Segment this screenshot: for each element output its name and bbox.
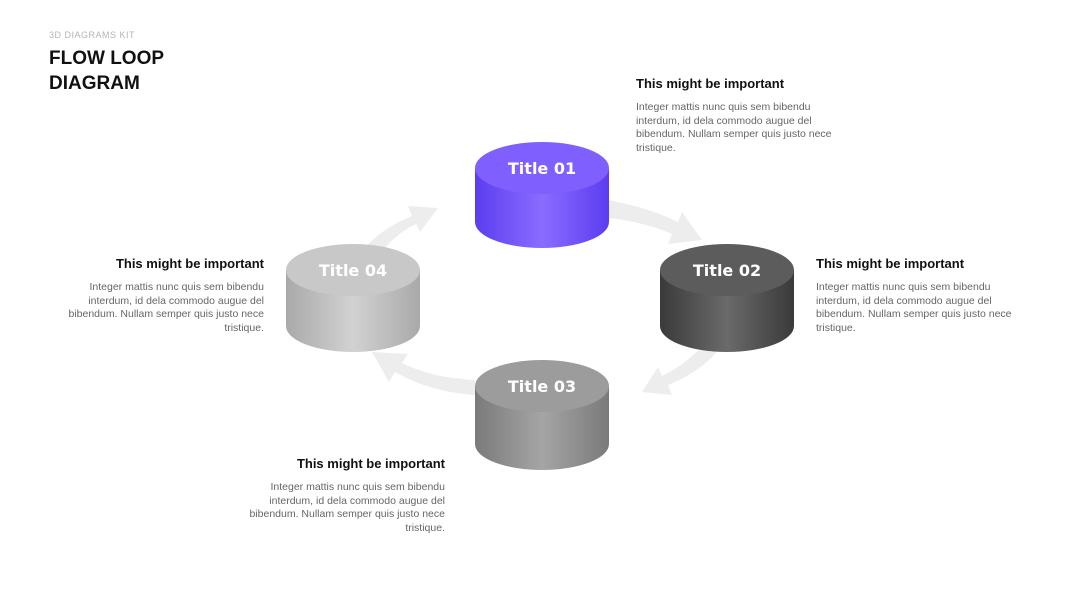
node-label: Title 02 <box>693 261 761 280</box>
node-label: Title 01 <box>508 159 576 178</box>
node-label: Title 04 <box>319 261 387 280</box>
caption-3: This might be important Integer mattis n… <box>230 456 445 535</box>
arrow-4-to-1 <box>365 206 438 254</box>
caption-heading: This might be important <box>296 456 445 471</box>
arrow-2-to-3 <box>642 340 722 395</box>
node-title-02: Title 02 <box>660 244 794 352</box>
caption-4: This might be important Integer mattis n… <box>49 256 264 335</box>
caption-heading: This might be important <box>636 76 785 91</box>
page-title: FLOW LOOP DIAGRAM <box>49 48 165 94</box>
node-label: Title 03 <box>508 377 576 396</box>
loop-arrows <box>365 200 722 395</box>
kit-label: 3D DIAGRAMS KIT <box>49 30 136 40</box>
caption-heading: This might be important <box>816 256 965 271</box>
caption-1: This might be important Integer mattis n… <box>636 76 851 155</box>
arrow-1-to-2 <box>608 200 702 244</box>
node-title-03: Title 03 <box>475 360 609 470</box>
caption-heading: This might be important <box>115 256 264 271</box>
caption-body: Integer mattis nunc quis sem bibendu int… <box>636 101 832 154</box>
caption-body: Integer mattis nunc quis sem bibendu int… <box>249 481 445 534</box>
caption-body: Integer mattis nunc quis sem bibendu int… <box>816 281 1012 334</box>
node-title-04: Title 04 <box>286 244 420 352</box>
caption-body: Integer mattis nunc quis sem bibendu int… <box>68 281 264 334</box>
node-title-01: Title 01 <box>475 142 609 248</box>
arrow-3-to-4 <box>372 352 475 395</box>
caption-2: This might be important Integer mattis n… <box>816 256 1031 335</box>
